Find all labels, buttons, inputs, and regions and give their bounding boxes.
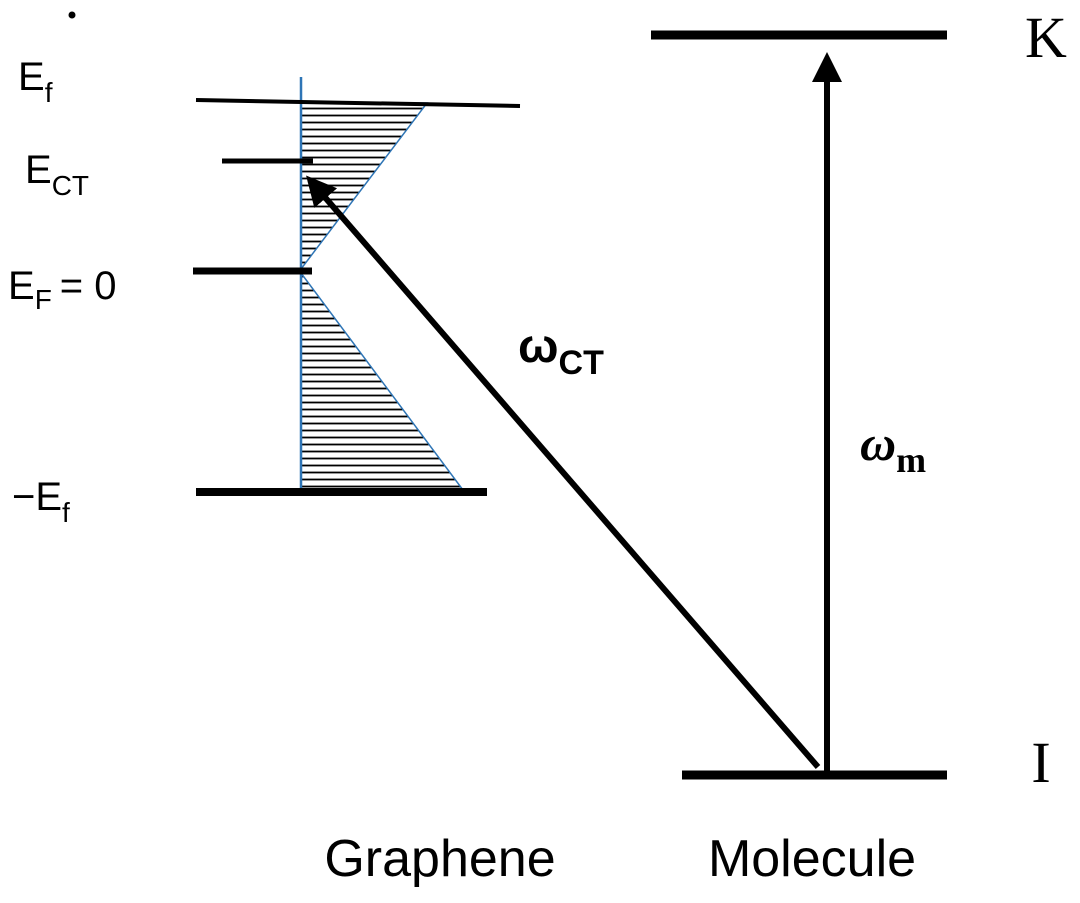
label-ect: ECT [25,148,89,201]
ef-upper-level-line [195,98,521,108]
label-ef-upper: Ef [18,55,53,108]
label-state-i: I [1031,730,1050,795]
label-state-k: K [1025,5,1067,70]
label-ef-zero: EF= 0 [8,264,117,315]
omega-ct-arrow [306,175,821,769]
label-omega-m: ωm [860,415,926,480]
dot-mark [68,11,76,19]
label-molecule: Molecule [708,830,916,888]
label-ef-lower: −Ef [12,475,70,528]
label-graphene: Graphene [324,830,555,888]
dirac-cone-lower [300,270,465,491]
label-omega-ct: ωCT [518,320,604,382]
